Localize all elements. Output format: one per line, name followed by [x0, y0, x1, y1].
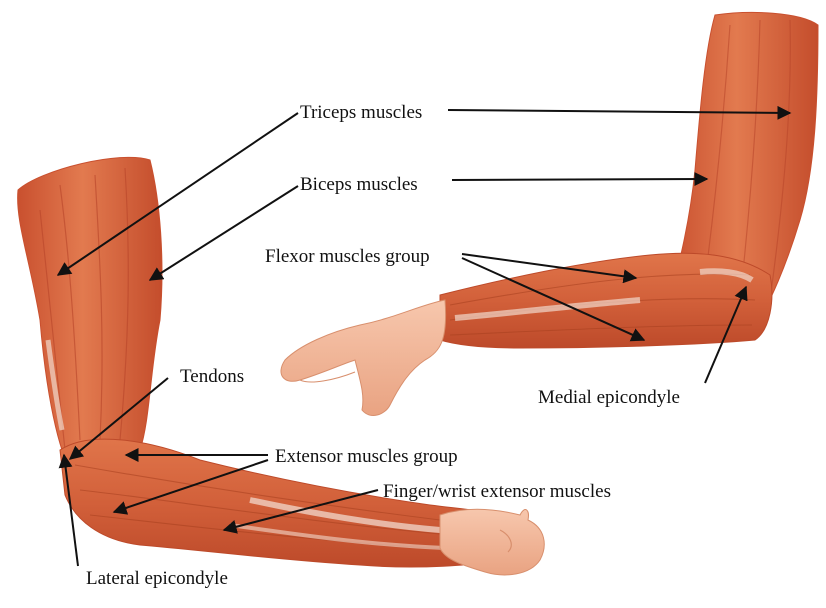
label-medial: Medial epicondyle [538, 387, 680, 408]
label-triceps: Triceps muscles [300, 102, 422, 123]
label-tendons: Tendons [180, 366, 244, 387]
right-arm-illustration [281, 12, 818, 415]
left-arm-illustration [18, 157, 545, 575]
label-biceps: Biceps muscles [300, 174, 418, 195]
label-lateral: Lateral epicondyle [86, 568, 228, 589]
label-finger-wrist: Finger/wrist extensor muscles [383, 481, 611, 502]
arrow-biceps-right [452, 179, 707, 180]
label-flexor: Flexor muscles group [265, 246, 430, 267]
label-extensor: Extensor muscles group [275, 446, 458, 467]
left-upper-arm [18, 157, 162, 470]
right-hand [281, 300, 446, 415]
